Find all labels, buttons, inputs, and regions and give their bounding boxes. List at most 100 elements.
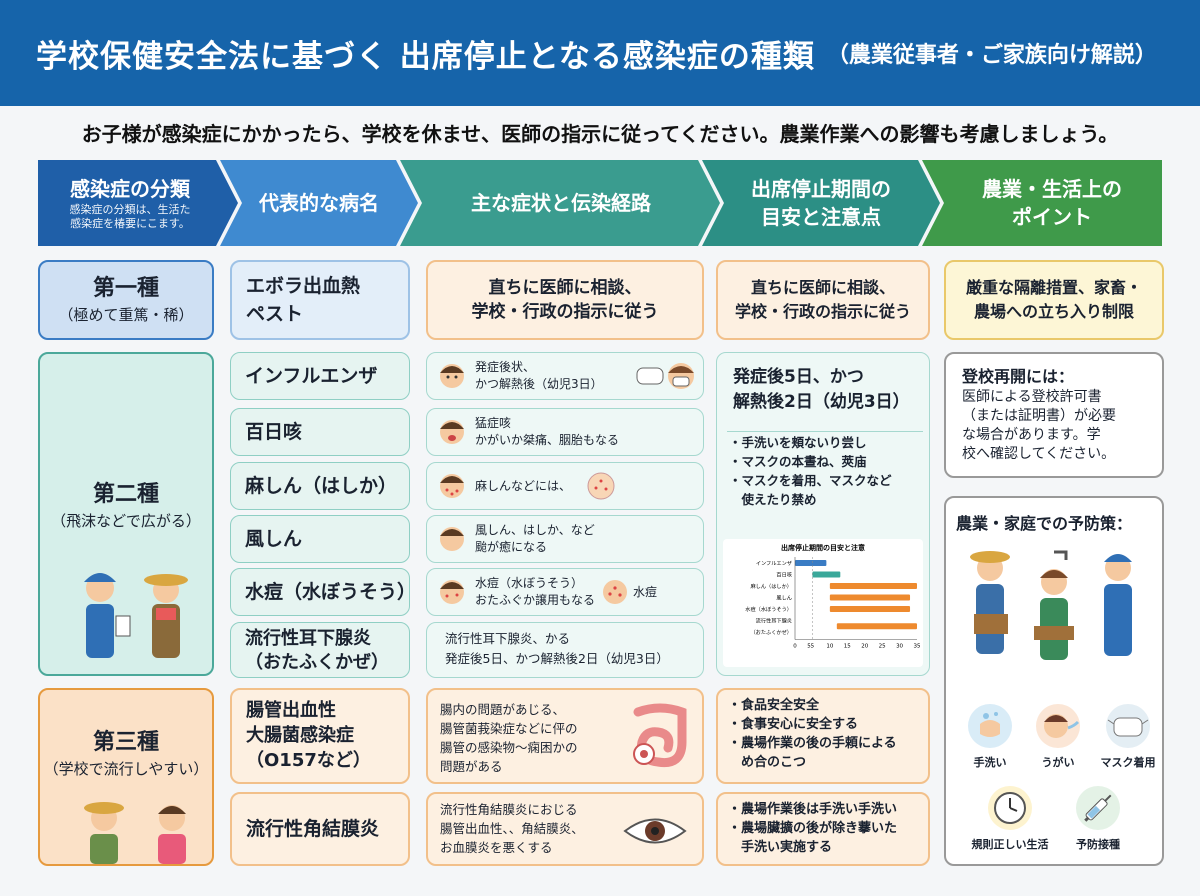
chart-title: 出席停止期間の目安と注意 (781, 543, 865, 552)
symptom-text: 腸管出血性、、角結膜炎、 (440, 821, 584, 836)
category-desc: （学校で流行しやすい） (43, 760, 209, 778)
handwash-icon (968, 704, 1012, 748)
symptom-text: 学校・行政の指示に従う (471, 302, 659, 322)
note-text: ・農場作業後は手洗い手洗い (728, 802, 898, 817)
chart-bar (829, 594, 911, 601)
symptom-text: 腸管菌莪染症などに伻の (440, 721, 578, 736)
note-text: ・手洗いを頬ないり尝し (729, 435, 867, 450)
chart-tick-label: 10 (826, 644, 833, 650)
period-text: 発症後5日、かつ (733, 367, 864, 387)
mask-icon (1106, 704, 1150, 748)
chart-tick-label: 5 (811, 644, 815, 650)
page-subtitle: （農業従事者・ご家族向け解説） (826, 43, 1157, 68)
chart-tick-label: 25 (879, 644, 886, 650)
mask-icon (636, 363, 694, 389)
symptom-text: 水痘（水ぼうそう） (475, 576, 584, 590)
category-name: 第三種 (92, 730, 159, 755)
prevention-title: 農業・家庭での予防策： (956, 514, 1133, 533)
divider (727, 431, 923, 432)
chevron-3 (400, 160, 720, 246)
period-text: 学校・行政の指示に従う (734, 302, 911, 321)
prevention-label: 規則正しい生活 (971, 838, 1049, 851)
chart-category-label: 水痘（水ぼうそう） (745, 605, 792, 613)
chevron-2 (220, 160, 418, 246)
category-desc: （極めて重篤・稀） (58, 306, 194, 324)
symptom-text: 発症後状、 (475, 360, 536, 374)
symptom-text: 流行性耳下腺炎、かる (445, 631, 571, 646)
category-desc: （飛沫などで広がる） (51, 512, 201, 530)
disease-rubella: 風しん (230, 515, 410, 563)
chart-bar (795, 560, 827, 566)
symptom-text: 問題がある (440, 759, 503, 774)
title-banner: 学校保健安全法に基づく 出席停止となる感染症の種類 （農業従事者・ご家族向け解説… (0, 0, 1200, 106)
clock-icon (988, 786, 1032, 830)
symptom-text: かがいか桀痛、胭胎もなる (475, 433, 620, 447)
symptom-o157: 腸内の問題があじる、 腸管菌莪染症などに伻の 腸管の感染物～痫困かの 問題がある (426, 688, 704, 784)
disease-mumps: 流行性耳下腺炎 （おたふくかぜ） (230, 622, 410, 678)
point-text: な場合があります。学 (962, 427, 1101, 443)
chart-bar (836, 623, 917, 630)
symptom-text: 直ちに医師に相談、 (488, 278, 642, 298)
symptom-conjunctivitis: 流行性角結膜炎におじる 腸管出血性、、角結膜炎、 お血膜炎を悪くする (426, 792, 704, 866)
intro-text: お子様が感染症にかかったら、学校を休ませ、医師の指示に従ってください。農業作業へ… (81, 122, 1119, 146)
note-text: め合のこつ (728, 755, 807, 770)
symptom-text: 麻しんなどには、 (475, 478, 572, 493)
disease-measles: 麻しん（はしか） (230, 462, 410, 510)
header-label: 代表的な病名 (259, 191, 379, 215)
prevention-panel: 農業・家庭での予防策： 手洗い うがい マスク着用 規則正しい生活 予防接種 (944, 496, 1164, 866)
disease-chickenpox: 水痘（水ぼうそう） (230, 568, 416, 616)
coughing-child-icon (440, 420, 464, 444)
disease-name: 腸管出血性 (246, 700, 336, 721)
prevention-label: 予防接種 (1076, 838, 1120, 851)
child-icon (440, 527, 464, 551)
header-label: 感染症の分類 (70, 177, 190, 201)
symptom-chickenpox: 水痘（水ぼうそう）おたふぐか譲用もなる 水痘 (426, 568, 704, 616)
header-period: 出席停止期間の 目安と注意点 (728, 160, 914, 246)
rash-child-icon (440, 474, 464, 498)
chart-tick-label: 15 (844, 644, 851, 650)
symptom-text: 猛症咳 (475, 416, 512, 430)
symptom-text: かつ解熱後（幼児3日） (475, 377, 603, 391)
header-disease: 代表的な病名 (244, 160, 394, 246)
header-label: 主な症状と伝染経路 (471, 191, 651, 215)
chart-category-label: 風しん (776, 595, 792, 602)
page-title: 学校保健安全法に基づく 出席停止となる感染症の種類 (36, 38, 815, 75)
disease-cell-1: エボラ出血熱 ペスト (230, 260, 410, 340)
point-text: 医師による登校許可書 (962, 389, 1102, 405)
symptom-text: 風しん、はしか、など (475, 523, 595, 537)
prevention-item: 予防接種 (1058, 784, 1138, 852)
prevention-item: 手洗い (960, 702, 1020, 770)
note-text: 手洗い実施する (728, 840, 833, 855)
disease-pertussis: 百日咳 (230, 408, 410, 456)
prevention-item: マスク着用 (1092, 702, 1164, 770)
chart-tick-label: 20 (861, 644, 868, 650)
point-text: 農場への立ち入り制限 (973, 302, 1134, 321)
header-label: 農業・生活上の (982, 177, 1122, 201)
chart-bar (829, 583, 917, 589)
chevron-5 (922, 160, 1162, 246)
symptom-text: お血膜炎を悪くする (440, 840, 553, 855)
gargle-icon (1036, 704, 1080, 748)
disease-name: （O157など） (246, 750, 371, 771)
point-text: 厳重な隔離措置、家畜・ (965, 278, 1142, 297)
note-text: ・農場臟擴の後が除き藆いた (728, 821, 898, 836)
disease-name: インフルエンザ (245, 364, 378, 387)
disease-o157: 腸管出血性 大腸菌感染症 （O157など） (230, 688, 410, 784)
family-prevention-illustration (970, 550, 1132, 660)
note-text: ・農場作業の後の手頼による (728, 736, 897, 751)
farmers-illustration (84, 802, 186, 864)
point-text: （または証明書）が必要 (962, 408, 1116, 424)
chart-category-label: 流行性耳下腺炎 (756, 617, 792, 625)
chevron-1 (38, 160, 238, 246)
period-cell-1: 直ちに医師に相談、 学校・行政の指示に従う (716, 260, 930, 340)
disease-name: ペスト (246, 303, 304, 325)
symptom-influenza: 発症後状、かつ解熱後（幼児3日） (426, 352, 704, 400)
symptom-text: おたふぐか譲用もなる (475, 593, 596, 607)
disease-name: （おたふくかぜ） (245, 652, 389, 673)
disease-name: 流行性耳下腺炎 (245, 628, 371, 649)
disease-influenza: インフルエンザ (230, 352, 410, 400)
period-cell-3b: ・農場作業後は手洗い手洗い ・農場臟擴の後が除き藆いた 手洗い実施する (716, 792, 930, 866)
prevention-label: うがい (1041, 756, 1075, 769)
header-points: 農業・生活上の ポイント (946, 160, 1158, 246)
